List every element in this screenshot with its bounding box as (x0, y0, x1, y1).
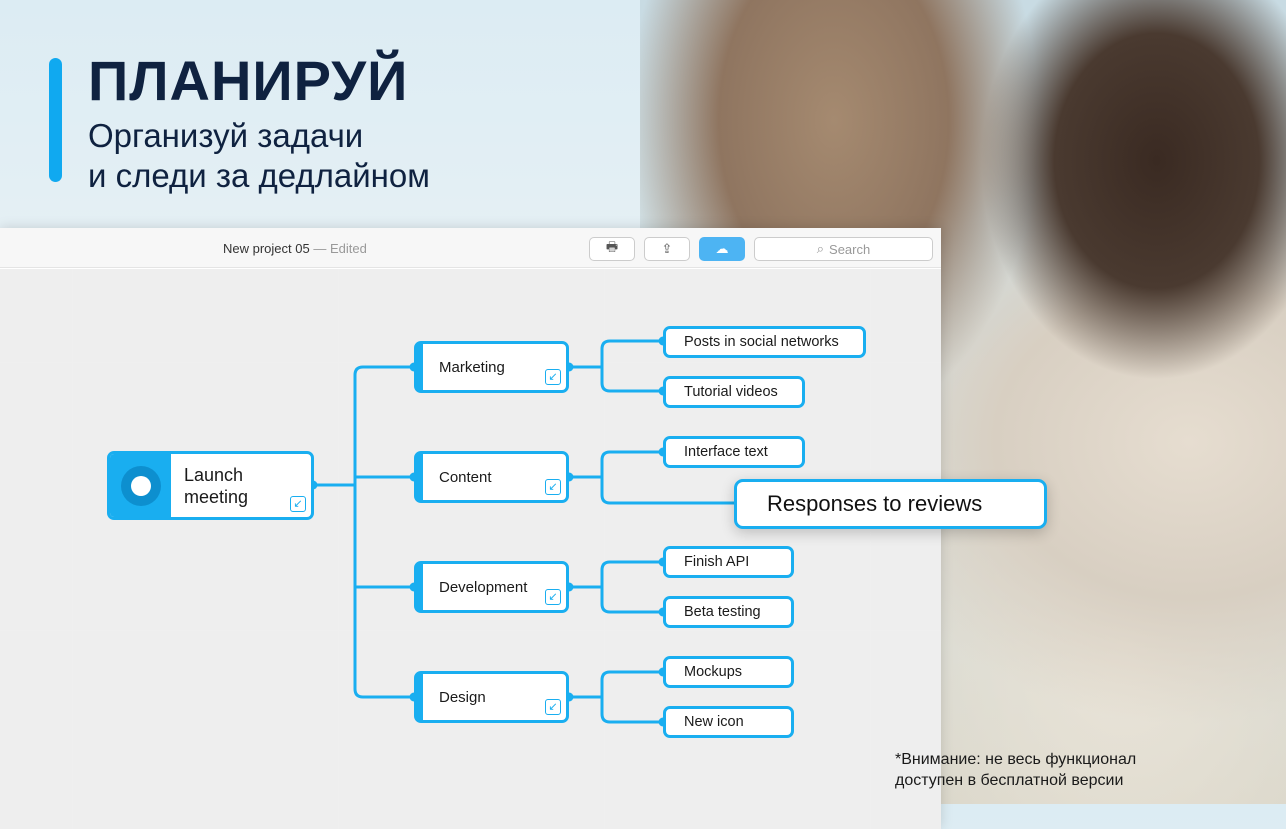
leaf-label: Interface text (684, 444, 768, 460)
toolbar: New project 05 — Edited 🖶 ⇪ ☁ ⌕ Search (0, 228, 941, 268)
leaf-node[interactable]: Tutorial videos (663, 376, 805, 408)
leaf-node[interactable]: Interface text (663, 436, 805, 468)
branch-label: Marketing (439, 358, 505, 376)
print-icon: 🖶 (605, 239, 619, 254)
branch-node[interactable]: Design ↙ (414, 671, 569, 723)
collapse-icon[interactable]: ↙ (290, 496, 306, 512)
leaf-label: Finish API (684, 554, 750, 570)
leaf-node[interactable]: Mockups (663, 656, 794, 688)
branch-node[interactable]: Development ↙ (414, 561, 569, 613)
branch-node[interactable]: Content ↙ (414, 451, 569, 503)
cloud-upload-icon: ☁ (715, 241, 729, 256)
leaf-label: New icon (684, 714, 744, 730)
print-button[interactable]: 🖶 (589, 237, 635, 261)
leaf-node[interactable]: Finish API (663, 546, 794, 578)
branch-label: Development (439, 578, 528, 596)
title-text: New project 05 (223, 241, 310, 256)
share-icon: ⇪ (661, 241, 673, 256)
leaf-node[interactable]: New icon (663, 706, 794, 738)
collapse-icon[interactable]: ↙ (545, 479, 561, 495)
connectors (308, 336, 734, 727)
root-node[interactable]: Launch meeting ↙ (107, 451, 314, 520)
subtitle-line: и следи за дедлайном (88, 157, 430, 194)
collapse-icon[interactable]: ↙ (545, 369, 561, 385)
branch-label: Content (439, 468, 492, 486)
root-node-icon-area (110, 454, 171, 517)
circle-icon (120, 465, 161, 506)
collapse-icon[interactable]: ↙ (545, 589, 561, 605)
branch-label: Design (439, 688, 486, 706)
edited-status: — Edited (313, 241, 367, 256)
search-icon: ⌕ (816, 241, 825, 256)
leaf-label: Responses to reviews (767, 491, 983, 516)
share-button[interactable]: ⇪ (644, 237, 690, 261)
footnote: *Внимание: не весь функционал доступен в … (895, 749, 1136, 791)
root-label: Launch meeting (184, 464, 249, 507)
hero-title: ПЛАНИРУЙ (88, 49, 409, 112)
document-title: New project 05 — Edited (223, 241, 367, 256)
leaf-label: Mockups (684, 664, 743, 680)
search-placeholder: Search (829, 241, 871, 257)
footnote-line: доступен в бесплатной версии (895, 772, 1124, 789)
leaf-label: Tutorial videos (684, 384, 778, 400)
leaf-node[interactable]: Beta testing (663, 596, 794, 628)
footnote-line: *Внимание: не весь функционал (895, 751, 1137, 768)
subtitle-line: Организуй задачи (88, 117, 364, 154)
leaf-label: Beta testing (684, 604, 761, 620)
leaf-label: Posts in social networks (684, 334, 839, 350)
cloud-upload-button[interactable]: ☁ (699, 237, 745, 261)
branch-node[interactable]: Marketing ↙ (414, 341, 569, 393)
leaf-node[interactable]: Posts in social networks (663, 326, 866, 358)
collapse-icon[interactable]: ↙ (545, 699, 561, 715)
accent-bar (49, 58, 62, 182)
search-input[interactable]: ⌕ Search (754, 237, 933, 261)
highlighted-leaf-node[interactable]: Responses to reviews (734, 479, 1047, 529)
